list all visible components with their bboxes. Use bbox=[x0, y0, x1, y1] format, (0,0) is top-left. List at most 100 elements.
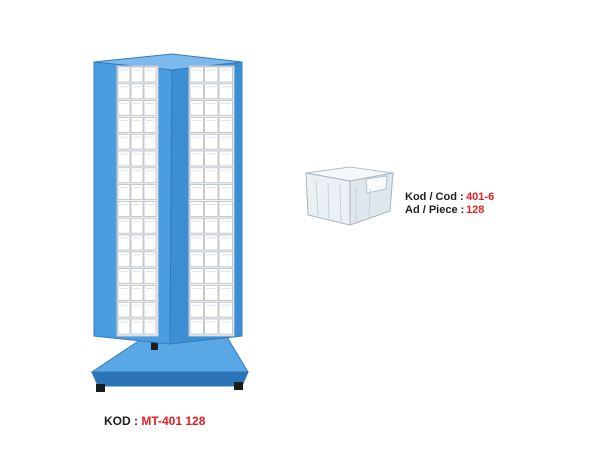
drawer-cell bbox=[204, 301, 219, 318]
drawer-cell bbox=[143, 318, 157, 335]
drawer-cell bbox=[130, 234, 144, 251]
drawer-cell bbox=[218, 100, 233, 116]
drawer-cell bbox=[189, 184, 204, 201]
drawer-cell bbox=[189, 234, 204, 251]
drawer-spec: Kod / Cod : 401-6 Ad / Piece : 128 bbox=[405, 191, 494, 217]
drawer-cell bbox=[143, 200, 157, 217]
drawer-cell bbox=[117, 66, 131, 83]
drawer-cell bbox=[143, 251, 157, 268]
drawer-cell bbox=[189, 150, 204, 167]
drawer-cell bbox=[143, 268, 157, 285]
drawer-cell bbox=[189, 83, 204, 100]
drawer-cell bbox=[204, 150, 219, 167]
drawer-cell bbox=[204, 268, 219, 285]
drawer-cell bbox=[117, 284, 131, 301]
drawer-cell bbox=[117, 150, 131, 167]
drawer-cell bbox=[204, 167, 219, 184]
stand-foot-right bbox=[234, 382, 243, 390]
drawer-cell bbox=[204, 184, 219, 201]
drawer-cell bbox=[117, 167, 131, 184]
drawer-cell bbox=[204, 117, 219, 133]
drawer-cell bbox=[143, 83, 157, 100]
drawer-cell bbox=[189, 66, 204, 83]
drawer-cell bbox=[130, 268, 144, 285]
drawer-cell bbox=[204, 200, 219, 217]
drawer-cell bbox=[117, 117, 131, 133]
drawer-cell bbox=[218, 318, 233, 335]
model-code-label: KOD : bbox=[104, 414, 138, 428]
drawer-cell bbox=[143, 234, 157, 251]
drawer-cell bbox=[130, 66, 144, 83]
drawer-cell bbox=[117, 234, 131, 251]
drawer-cell bbox=[218, 268, 233, 285]
drawer-cell bbox=[143, 66, 157, 83]
drawer-cell bbox=[117, 83, 131, 100]
drawer-cell bbox=[143, 184, 157, 201]
model-code-value: MT-401 128 bbox=[141, 414, 206, 428]
drawer-cell bbox=[143, 150, 157, 167]
drawer-cell bbox=[130, 133, 144, 150]
drawer-cell bbox=[218, 251, 233, 268]
drawer-cell bbox=[117, 301, 131, 318]
drawer-cell bbox=[218, 200, 233, 217]
drawer-cell bbox=[204, 251, 219, 268]
drawer-cell bbox=[117, 251, 131, 268]
drawer-cell bbox=[130, 200, 144, 217]
drawer-cell bbox=[117, 184, 131, 201]
drawer-cell bbox=[130, 117, 144, 133]
drawer-cell bbox=[117, 200, 131, 217]
drawer-code-label: Kod / Cod : bbox=[405, 191, 464, 203]
drawer-cell bbox=[218, 284, 233, 301]
drawer-cell bbox=[143, 217, 157, 234]
drawer-cell bbox=[143, 284, 157, 301]
drawer-piece-row: Ad / Piece : 128 bbox=[405, 204, 494, 217]
drawer-cell bbox=[189, 284, 204, 301]
drawer-cell bbox=[218, 83, 233, 100]
drawer-cell bbox=[130, 301, 144, 318]
drawer-cell bbox=[130, 318, 144, 335]
drawer-cell bbox=[130, 217, 144, 234]
drawer-cell bbox=[117, 100, 131, 116]
drawer-cell bbox=[143, 133, 157, 150]
stand-base-front bbox=[91, 371, 249, 387]
drawer-cell bbox=[130, 284, 144, 301]
drawer-cell bbox=[218, 184, 233, 201]
drawer-cell bbox=[189, 167, 204, 184]
drawer-cell bbox=[218, 234, 233, 251]
drawer-cell bbox=[189, 301, 204, 318]
drawer-cell bbox=[130, 100, 144, 116]
drawer-cell bbox=[189, 133, 204, 150]
drawer-illustration bbox=[305, 166, 394, 226]
drawer-cell bbox=[189, 251, 204, 268]
drawer-cell bbox=[204, 284, 219, 301]
drawer-cell bbox=[130, 167, 144, 184]
stand-foot-left bbox=[96, 384, 105, 392]
drawer-piece-value: 128 bbox=[466, 204, 485, 216]
drawer-cell bbox=[189, 318, 204, 335]
drawer-cell bbox=[204, 100, 219, 116]
drawer-code-value: 401-6 bbox=[466, 191, 495, 203]
drawer-cell bbox=[218, 167, 233, 184]
drawer-cell bbox=[204, 234, 219, 251]
drawer-cell bbox=[189, 200, 204, 217]
drawer-cell bbox=[143, 100, 157, 116]
drawer-cell bbox=[204, 318, 219, 335]
drawer-code-row: Kod / Cod : 401-6 bbox=[405, 191, 494, 204]
drawer-cell bbox=[117, 133, 131, 150]
drawer-cell bbox=[143, 301, 157, 318]
drawer-cell bbox=[204, 83, 219, 100]
drawer-cell bbox=[218, 66, 233, 83]
drawer-cell bbox=[143, 117, 157, 133]
drawer-cell bbox=[130, 251, 144, 268]
drawer-cell bbox=[117, 268, 131, 285]
drawer-cell bbox=[130, 184, 144, 201]
drawer-cell bbox=[143, 167, 157, 184]
drawer-cell bbox=[189, 100, 204, 116]
drawer-cell bbox=[204, 66, 219, 83]
drawer-cell bbox=[218, 150, 233, 167]
drawer-cell bbox=[218, 133, 233, 150]
drawer-cell bbox=[218, 117, 233, 133]
drawer-cell bbox=[130, 83, 144, 100]
drawer-cell bbox=[117, 318, 131, 335]
